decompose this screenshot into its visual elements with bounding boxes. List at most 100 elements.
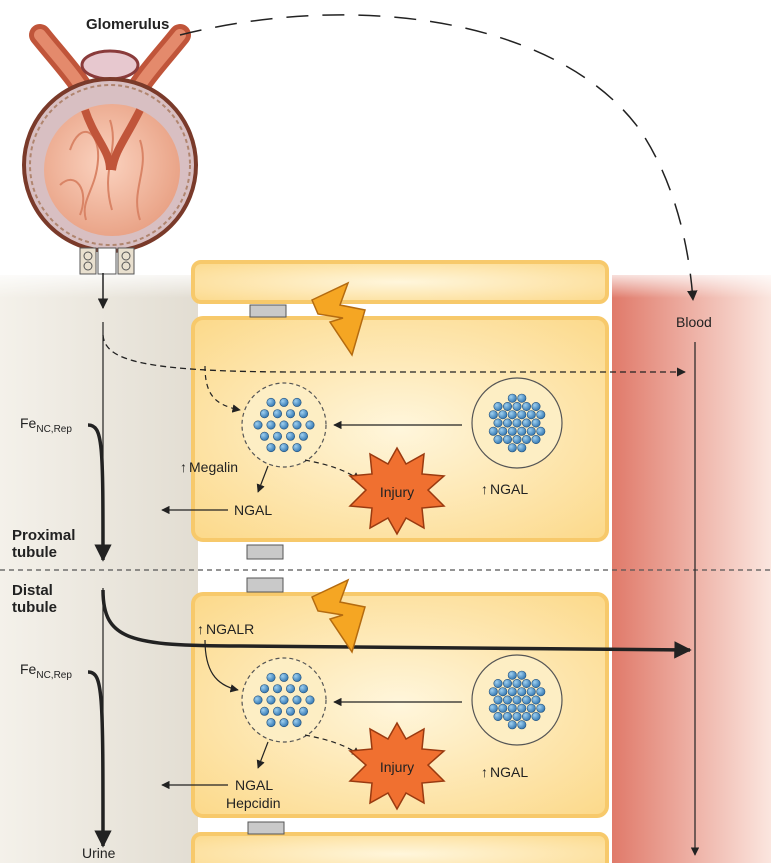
tight-junction-1 — [250, 305, 286, 317]
ngal-particle — [508, 721, 516, 729]
ngal-particle — [494, 419, 502, 427]
injury-label-distal: Injury — [380, 759, 414, 775]
ngal-particle — [499, 411, 507, 419]
ngal-particle — [508, 427, 516, 435]
proximal-tubule-label-line1: Proximal — [12, 527, 75, 544]
ngalr-up-arrow: ↑ — [197, 621, 204, 637]
ngal-particle — [522, 419, 530, 427]
endosome-particle — [267, 718, 275, 726]
endosome-particle — [280, 696, 288, 704]
endosome-particle — [299, 432, 307, 440]
injury-label-proximal: Injury — [380, 484, 414, 500]
ngal-particle — [494, 679, 502, 687]
ngal-particle — [522, 712, 530, 720]
megalin-up-arrow: ↑ — [180, 459, 187, 475]
ngal-particle — [527, 411, 535, 419]
ngal-particle — [503, 712, 511, 720]
ngal-particle — [499, 427, 507, 435]
ngal-upregulated-label-proximal: NGAL — [490, 481, 528, 497]
ngal-particle — [527, 427, 535, 435]
ngal-particle — [494, 402, 502, 410]
glomerulus-to-blood-arc — [180, 15, 693, 300]
proximal-tubule-label-line2: tubule — [12, 544, 57, 561]
ngal-particle — [518, 688, 526, 696]
ngal-particle — [508, 671, 516, 679]
endosome-particle — [267, 443, 275, 451]
ngal-particle — [513, 435, 521, 443]
ngal-particle — [503, 435, 511, 443]
endosome-particle — [280, 398, 288, 406]
tubule-lumen-band — [0, 275, 198, 863]
endosome-particle — [286, 707, 294, 715]
endosome-particle — [293, 398, 301, 406]
blood-band — [612, 275, 771, 863]
ngal-particle — [537, 411, 545, 419]
tight-junction-3 — [247, 578, 283, 592]
endosome-particle — [280, 673, 288, 681]
ngal-particle — [508, 704, 516, 712]
ngal-particle — [518, 444, 526, 452]
ngal-particle — [494, 435, 502, 443]
ngal-particle — [489, 688, 497, 696]
ngal-particle — [537, 688, 545, 696]
ngal-particle — [494, 696, 502, 704]
endosome-particle — [273, 685, 281, 693]
endosome-particle — [286, 685, 294, 693]
endosome-particle — [299, 410, 307, 418]
endosome-particle — [273, 410, 281, 418]
ngal-particle — [513, 679, 521, 687]
endosome-particle — [280, 718, 288, 726]
tubule-cell-top — [193, 262, 607, 302]
tight-junction-4 — [248, 822, 284, 834]
ngal-particle — [489, 427, 497, 435]
ngal-particle — [532, 402, 540, 410]
ngal-particle — [513, 712, 521, 720]
endosome-particle — [306, 696, 314, 704]
ngal-particle — [499, 688, 507, 696]
ngal-particle — [527, 688, 535, 696]
ngal-particle — [503, 402, 511, 410]
ngal-particle — [532, 435, 540, 443]
ngal-particle — [508, 411, 516, 419]
endosome-particle — [280, 421, 288, 429]
ngal-particle — [532, 419, 540, 427]
ngal-particle — [537, 427, 545, 435]
ngalr-label: NGALR — [206, 621, 254, 637]
glomerulus-label: Glomerulus — [86, 16, 169, 33]
ngal-secreted-label-proximal: NGAL — [234, 502, 272, 518]
ngal-particle — [518, 671, 526, 679]
ngal-particle — [518, 394, 526, 402]
endosome-particle — [267, 673, 275, 681]
ngal-particle — [489, 704, 497, 712]
ngal-particle — [499, 704, 507, 712]
ngal-particle — [518, 427, 526, 435]
endosome-particle — [260, 410, 268, 418]
ngal-particle — [513, 402, 521, 410]
ngal-particle — [532, 712, 540, 720]
endosome-particle — [260, 432, 268, 440]
ngal-particle — [518, 704, 526, 712]
ngal-particle — [508, 394, 516, 402]
endosome-particle — [299, 707, 307, 715]
endosome-particle — [273, 432, 281, 440]
ngal-particle — [522, 402, 530, 410]
megalin-label: Megalin — [189, 459, 238, 475]
endosome-particle — [293, 696, 301, 704]
endosome-particle — [254, 696, 262, 704]
hepcidin-label: Hepcidin — [226, 795, 280, 811]
ngal-particle — [532, 679, 540, 687]
ngal-particle — [503, 679, 511, 687]
blood-label: Blood — [676, 314, 712, 330]
ngal-particle — [522, 679, 530, 687]
endosome-particle — [260, 685, 268, 693]
endosome-particle — [293, 421, 301, 429]
ngal-upregulated-label-distal: NGAL — [490, 764, 528, 780]
endosome-particle — [293, 718, 301, 726]
endosome-particle — [286, 432, 294, 440]
endosome-particle — [273, 707, 281, 715]
urine-label: Urine — [82, 845, 116, 861]
ngal-particle — [537, 704, 545, 712]
ngal-particle — [513, 419, 521, 427]
endosome-particle — [306, 421, 314, 429]
